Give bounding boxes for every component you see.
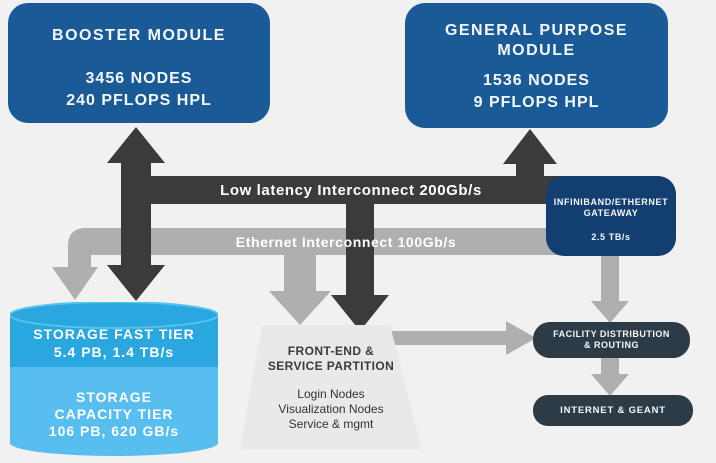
frontend-title-line1: FRONT-END & [287,344,375,358]
lowlatency-frontend-arrow [331,204,389,331]
storage-capacity-tier-body [10,367,218,456]
general-purpose-uplink-arrow [503,129,557,204]
infiniband-gateway-box: INFINIBAND/ETHERNET GATEAWAY 2.5 TB/s [546,176,676,256]
low-latency-interconnect-label: Low latency Interconnect 200Gb/s [220,182,482,199]
storage-cylinder [10,302,218,456]
gateway-title-line2: GATEAWAY [583,208,639,218]
gateway-rate: 2.5 TB/s [591,232,631,242]
booster-module-box: BOOSTER MODULE 3456 NODES 240 PFLOPS HPL [8,3,270,123]
storage-capacity-tier-stats: 106 PB, 620 GB/s [48,423,180,439]
storage-cylinder-top [10,302,218,329]
frontend-item-visualization-nodes: Visualization Nodes [278,402,384,416]
ethernet-interconnect-label: Ethernet Interconnect 100Gb/s [235,234,457,250]
facility-distribution-box: FACILITY DISTRIBUTION & ROUTING [533,322,690,358]
general-purpose-module-box: GENERAL PURPOSE MODULE 1536 NODES 9 PFLO… [405,3,668,128]
frontend-item-service-mgmt: Service & mgmt [288,417,374,431]
booster-module-title: BOOSTER MODULE [52,27,226,44]
ethernet-storage-arrow [52,254,98,300]
general-purpose-nodes: 1536 NODES [483,72,590,89]
facility-line2: & ROUTING [584,340,639,350]
internet-geant-label: INTERNET & GEANT [560,405,666,416]
gateway-title-line1: INFINIBAND/ETHERNET [553,197,669,207]
frontend-item-login-nodes: Login Nodes [297,387,365,401]
gateway-facility-arrow [591,252,629,323]
booster-storage-arrow [107,127,165,301]
storage-capacity-tier-line1: STORAGE [76,389,152,405]
storage-capacity-tier-line2: CAPACITY TIER [54,406,174,422]
frontend-partition-trapezoid [240,325,422,449]
frontend-partition-text: FRONT-END & SERVICE PARTITION Login Node… [240,344,422,432]
facility-internet-arrow [591,357,629,396]
frontend-title-line2: SERVICE PARTITION [267,359,395,373]
frontend-facility-arrow [392,321,536,355]
booster-pflops: 240 PFLOPS HPL [66,92,212,109]
general-purpose-title-line2: MODULE [497,42,576,59]
general-purpose-title-line1: GENERAL PURPOSE [444,22,629,39]
storage-fast-tier-stats: 5.4 PB, 1.4 TB/s [53,344,175,360]
booster-nodes: 3456 NODES [85,70,193,87]
storage-fast-tier-title: STORAGE FAST TIER [33,326,195,342]
ethernet-frontend-arrow [269,254,331,325]
ethernet-interconnect-bar [68,228,620,255]
general-purpose-pflops: 9 PFLOPS HPL [473,94,600,111]
facility-line1: FACILITY DISTRIBUTION [553,329,670,339]
internet-geant-box: INTERNET & GEANT [533,395,693,426]
